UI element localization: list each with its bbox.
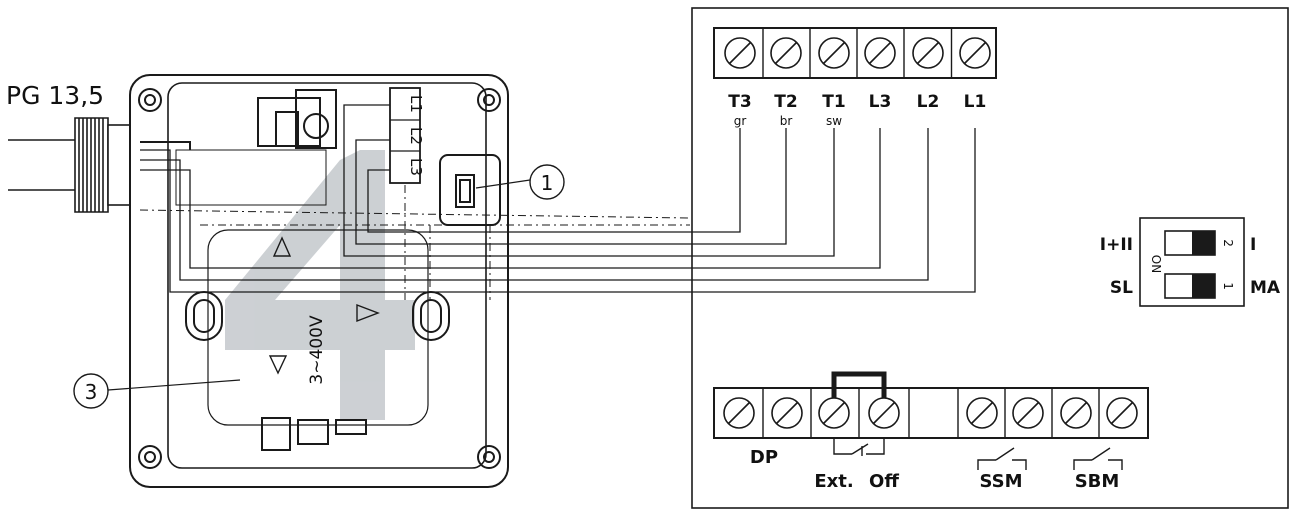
- control-screw-terminal[interactable]: [1060, 397, 1092, 429]
- triangle-right-icon: [356, 303, 380, 323]
- jumper-bridge: [831, 371, 887, 398]
- dip-switch-number: 2: [1221, 239, 1235, 247]
- power-terminal-label: T2: [774, 92, 797, 112]
- voltage-label: 3~400V: [307, 315, 327, 385]
- power-screw-terminal[interactable]: [959, 37, 991, 69]
- power-terminal-label: L2: [917, 92, 940, 112]
- module-terminal-label: L2: [407, 127, 425, 145]
- callout-3: 3: [73, 373, 241, 409]
- dip-label-right-2: I: [1250, 235, 1256, 255]
- power-wires: [140, 104, 976, 293]
- power-terminal-label: L3: [869, 92, 892, 112]
- dip-label-right-1: MA: [1250, 278, 1281, 298]
- gland-label: PG 13,5: [6, 81, 104, 110]
- power-screw-terminal[interactable]: [912, 37, 944, 69]
- control-terminal-strip: [713, 387, 1149, 439]
- dip-on-label: ON: [1149, 255, 1163, 273]
- control-screw-terminal[interactable]: [723, 397, 755, 429]
- triangle-down-icon: [268, 355, 288, 375]
- power-screw-terminal[interactable]: [724, 37, 756, 69]
- dip-switch-number: 1: [1221, 282, 1235, 290]
- terminal-box-housing: [129, 74, 509, 488]
- power-screw-terminal[interactable]: [818, 37, 850, 69]
- control-screw-terminal[interactable]: [1106, 397, 1138, 429]
- control-screw-terminal[interactable]: [771, 397, 803, 429]
- cable-gland: [8, 117, 131, 213]
- arrow-triangles: [268, 236, 380, 375]
- dip-switch-block: ON 2 1 I+II I SL MA: [1100, 217, 1281, 307]
- callout-number: 3: [85, 380, 98, 404]
- module-terminal-label: L1: [407, 95, 425, 113]
- control-terminal-labels: DP Ext. Off SSM SBM: [750, 447, 1119, 492]
- control-label-sbm: SBM: [1075, 471, 1120, 492]
- internal-terminal-module: L1 L2 L3: [389, 87, 425, 184]
- power-terminal-wire-color: gr: [734, 114, 747, 128]
- power-screw-terminal[interactable]: [770, 37, 802, 69]
- control-label-ext: Ext.: [814, 471, 853, 492]
- power-terminal-label: T3: [728, 92, 751, 112]
- callout-number: 1: [541, 171, 554, 195]
- dip-label-left-2: I+II: [1100, 235, 1133, 255]
- power-terminal-labels: T3 gr T2 br T1 sw L3 L2 L1: [728, 92, 986, 128]
- control-label-dp: DP: [750, 447, 778, 468]
- control-label-off: Off: [869, 471, 899, 492]
- switch-symbols: [833, 438, 1123, 470]
- power-terminal-label: T1: [822, 92, 845, 112]
- callout-1: 1: [475, 164, 565, 200]
- control-screw-terminal[interactable]: [966, 397, 998, 429]
- power-terminal-strip: [713, 27, 997, 79]
- control-screw-terminal[interactable]: [1012, 397, 1044, 429]
- power-screw-terminal[interactable]: [864, 37, 896, 69]
- dip-label-left-1: SL: [1110, 278, 1133, 298]
- watermark-4-shape: [225, 150, 415, 420]
- power-terminal-wire-color: br: [780, 114, 793, 128]
- power-terminal-wire-color: sw: [826, 114, 842, 128]
- module-terminal-label: L3: [407, 158, 425, 176]
- triangle-up-icon: [272, 236, 292, 257]
- control-screw-terminal[interactable]: [868, 397, 900, 429]
- hidden-lines: [139, 185, 691, 300]
- control-label-ssm: SSM: [979, 471, 1022, 492]
- power-terminal-label: L1: [964, 92, 987, 112]
- control-panel-outline: [691, 7, 1289, 509]
- control-screw-terminal[interactable]: [818, 397, 850, 429]
